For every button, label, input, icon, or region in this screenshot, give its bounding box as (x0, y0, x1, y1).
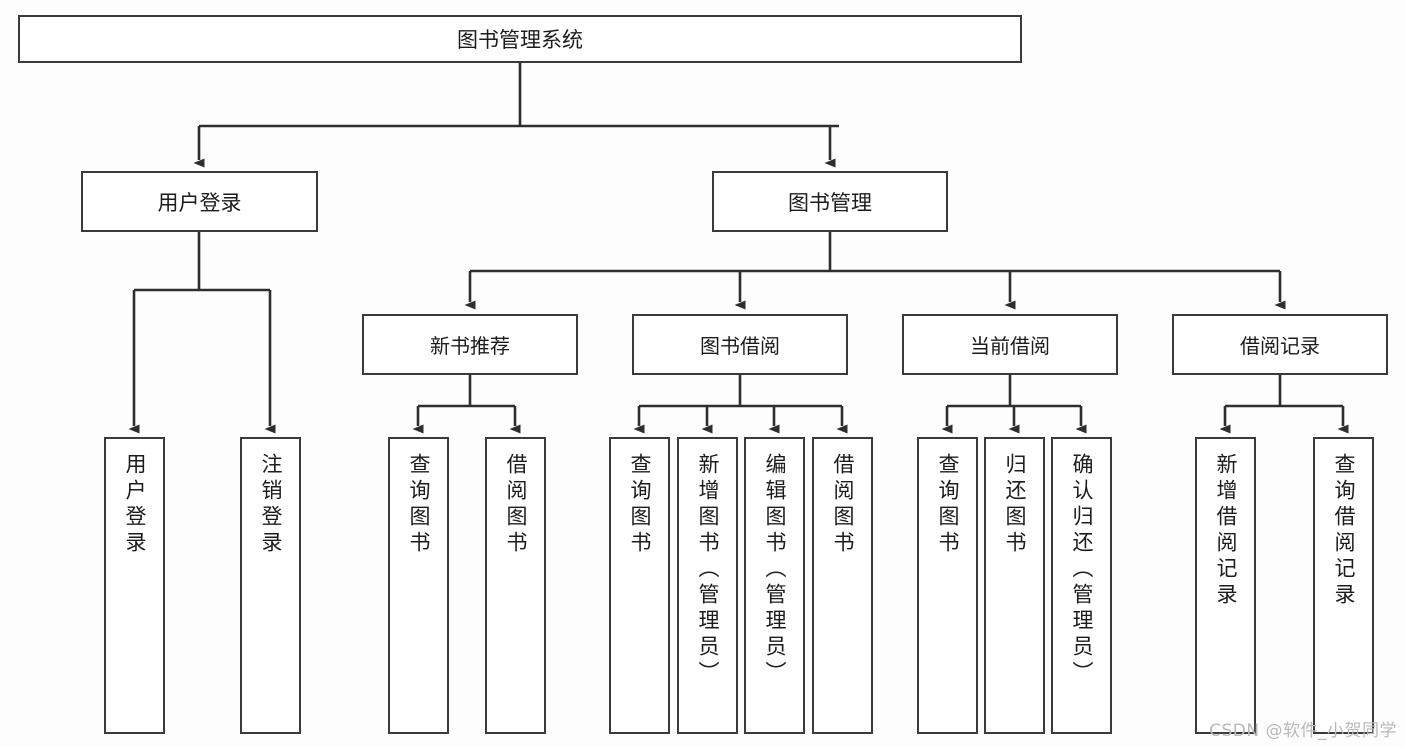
leaf-add-book[interactable]: 新增图书（管理员） (677, 437, 738, 734)
leaf-borrow-book-2-label: 借阅图书 (831, 453, 855, 557)
node-current-borrow[interactable]: 当前借阅 (902, 314, 1118, 375)
node-book-borrow[interactable]: 图书借阅 (632, 314, 848, 375)
leaf-add-borrow-record-label: 新增借阅记录 (1214, 453, 1238, 609)
leaf-edit-book-label: 编辑图书（管理员） (763, 453, 787, 687)
node-root-label: 图书管理系统 (457, 28, 583, 52)
node-user-login[interactable]: 用户登录 (81, 171, 318, 232)
leaf-borrow-book-2[interactable]: 借阅图书 (812, 437, 873, 734)
node-book-borrow-label: 图书借阅 (700, 334, 780, 358)
node-borrow-record-label: 借阅记录 (1240, 334, 1320, 358)
leaf-query-book-3[interactable]: 查询图书 (917, 437, 978, 734)
leaf-logout-login-label: 注销登录 (259, 453, 283, 557)
leaf-add-book-label: 新增图书（管理员） (696, 453, 720, 687)
leaf-query-book-1[interactable]: 查询图书 (388, 437, 449, 734)
node-new-book-recommend[interactable]: 新书推荐 (362, 314, 578, 375)
node-borrow-record[interactable]: 借阅记录 (1172, 314, 1388, 375)
leaf-return-book-label: 归还图书 (1003, 453, 1027, 557)
node-book-management-label: 图书管理 (788, 190, 872, 215)
node-current-borrow-label: 当前借阅 (970, 334, 1050, 358)
leaf-confirm-return[interactable]: 确认归还（管理员） (1051, 437, 1112, 734)
csdn-watermark: CSDN @软件_小贺同学 (1209, 721, 1397, 741)
leaf-query-book-1-label: 查询图书 (407, 453, 431, 557)
leaf-query-borrow-record-label: 查询借阅记录 (1332, 453, 1356, 609)
leaf-borrow-book-1-label: 借阅图书 (504, 453, 528, 557)
leaf-edit-book[interactable]: 编辑图书（管理员） (744, 437, 805, 734)
leaf-return-book[interactable]: 归还图书 (984, 437, 1045, 734)
node-root-system[interactable]: 图书管理系统 (18, 15, 1022, 63)
leaf-query-book-3-label: 查询图书 (936, 453, 960, 557)
node-user-login-label: 用户登录 (157, 190, 242, 215)
leaf-query-book-2-label: 查询图书 (628, 453, 652, 557)
leaf-user-login[interactable]: 用户登录 (104, 437, 165, 734)
leaf-add-borrow-record[interactable]: 新增借阅记录 (1195, 437, 1256, 734)
node-book-management[interactable]: 图书管理 (712, 171, 948, 232)
leaf-query-borrow-record[interactable]: 查询借阅记录 (1313, 437, 1374, 734)
leaf-query-book-2[interactable]: 查询图书 (609, 437, 670, 734)
leaf-borrow-book-1[interactable]: 借阅图书 (485, 437, 546, 734)
leaf-logout-login[interactable]: 注销登录 (240, 437, 301, 734)
leaf-user-login-label: 用户登录 (123, 453, 147, 557)
node-new-book-recommend-label: 新书推荐 (430, 334, 510, 358)
leaf-confirm-return-label: 确认归还（管理员） (1070, 453, 1094, 687)
